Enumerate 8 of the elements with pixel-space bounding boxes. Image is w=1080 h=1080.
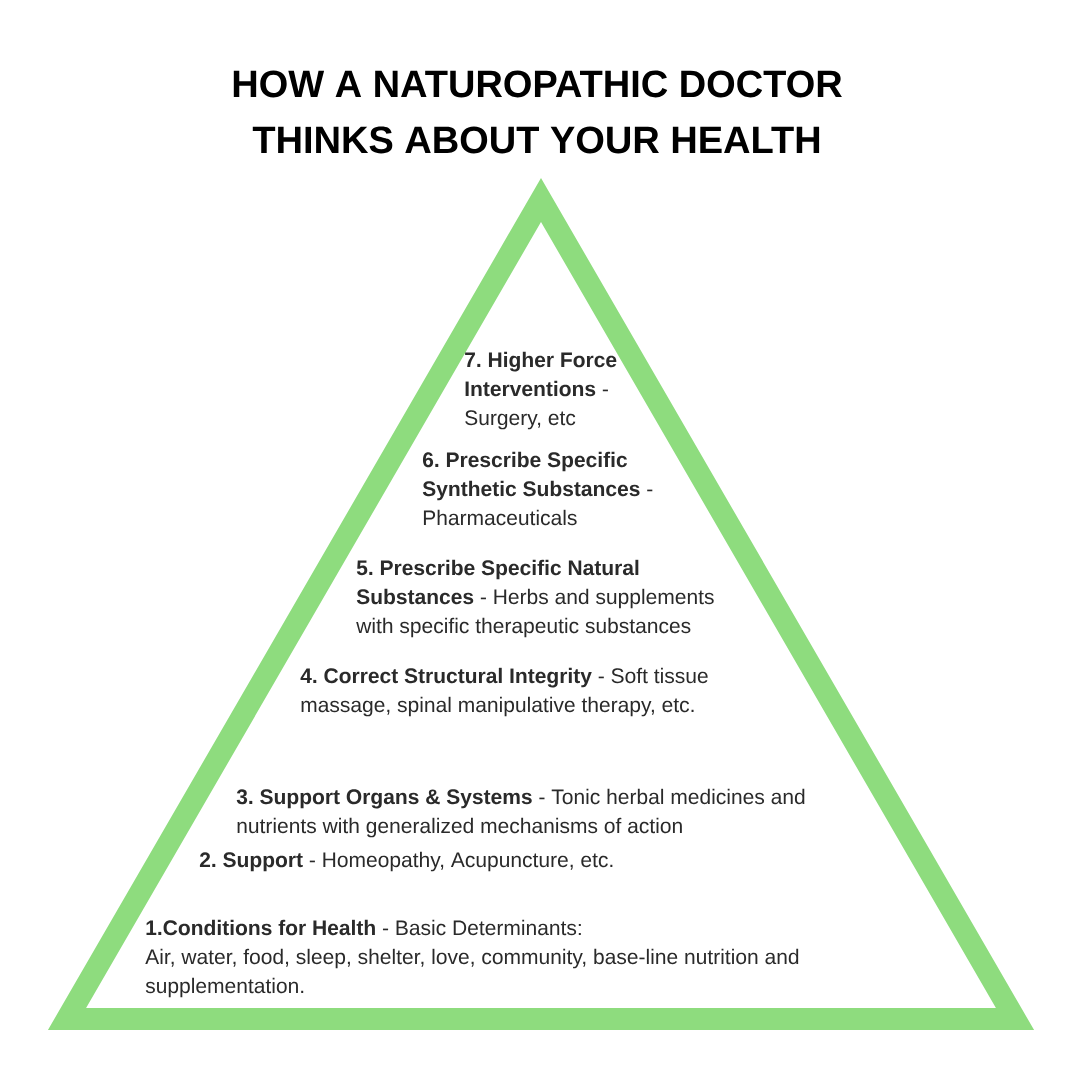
tier-text: 2. Support - Homeopathy, Acupuncture, etc.	[199, 851, 613, 872]
tier-text: 7. Higher Force Interventions - Surgery, etc	[465, 351, 617, 430]
tier-text: 1.Conditions for Health - Basic Determinants: Air, water, food, sleep, shelter, love, community, base-line nutrition and supplementation.	[145, 919, 799, 998]
tier-text: 3. Support Organs & Systems - Tonic herbal medicines and nutrients with generalized mechanisms of action	[236, 788, 805, 838]
tier-text: 4. Correct Structural Integrity - Soft tissue massage, spinal manipulative therapy, etc.	[300, 667, 708, 717]
tier-text: 6. Prescribe Specific Synthetic Substances - Pharmaceuticals	[422, 451, 653, 526]
tier-text: 5. Prescribe Specific Natural Substances - Herbs and supplements with specific therapeutic substances	[356, 559, 714, 638]
title: HOW A NATUROPATHIC DOCTOR THINKS ABOUT YOUR HEALTH	[233, 70, 842, 154]
